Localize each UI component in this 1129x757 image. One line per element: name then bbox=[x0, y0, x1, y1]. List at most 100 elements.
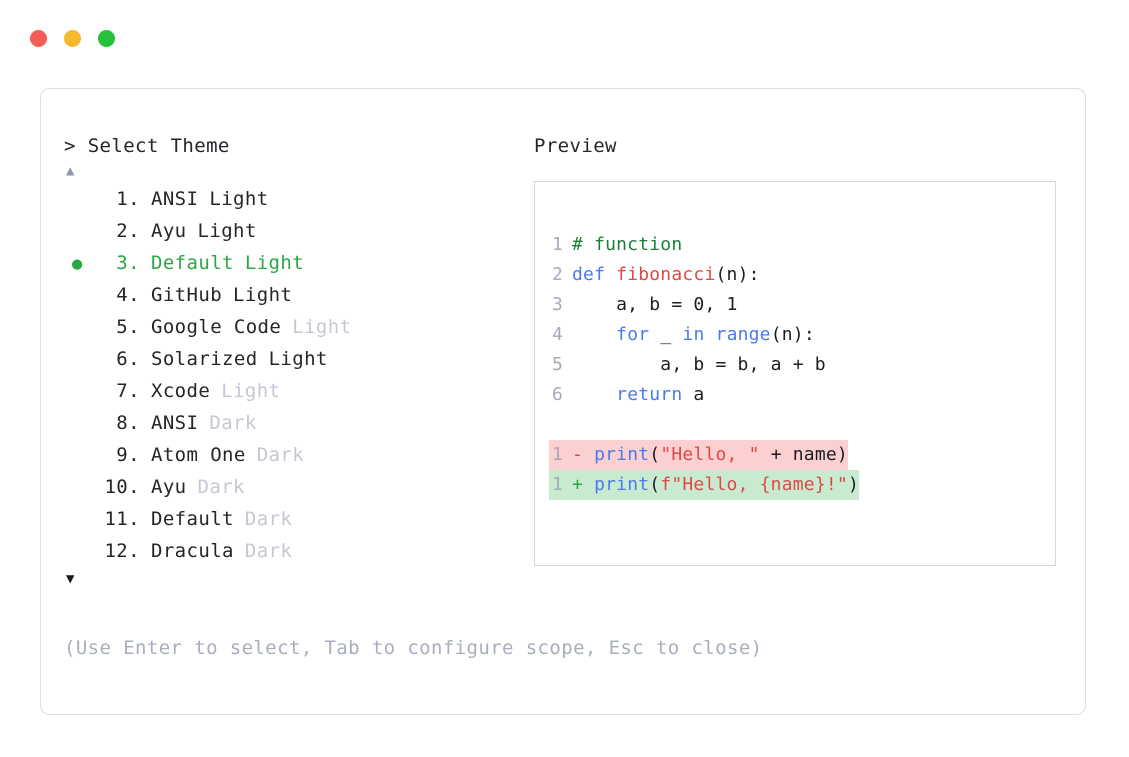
scroll-up-arrow-icon[interactable]: ▲ bbox=[66, 163, 75, 179]
diff-line-number: 1 bbox=[551, 474, 563, 495]
bullet-slot-empty bbox=[64, 440, 96, 472]
code-token-plain bbox=[572, 324, 616, 345]
code-token-string: "Hello, " bbox=[660, 444, 760, 465]
bullet-slot-empty bbox=[64, 344, 96, 376]
theme-item-name: Google Code bbox=[151, 316, 282, 338]
code-token-plain: a bbox=[682, 384, 705, 405]
bullet-slot-empty bbox=[64, 536, 96, 568]
theme-item-variant: Dark bbox=[244, 540, 293, 562]
theme-item-name: Solarized bbox=[151, 348, 258, 370]
code-token-func: fibonacci bbox=[616, 264, 716, 285]
diff-marker-del: - bbox=[572, 444, 595, 465]
bullet-slot-empty bbox=[64, 408, 96, 440]
diff-marker-add: + bbox=[572, 474, 595, 495]
theme-item-number: 2. bbox=[104, 220, 140, 242]
code-line-number: 5 bbox=[551, 354, 563, 375]
theme-item-variant: Light bbox=[209, 188, 269, 210]
code-token-plain: a, b = 0, 1 bbox=[572, 294, 738, 315]
page-title: Select Theme bbox=[87, 135, 230, 157]
prompt-caret-icon: > bbox=[64, 135, 76, 157]
code-token-plain: ( bbox=[649, 474, 661, 495]
selected-bullet-icon: ● bbox=[72, 254, 83, 274]
theme-item-name: ANSI bbox=[151, 412, 199, 434]
scroll-down-arrow-icon[interactable]: ▼ bbox=[66, 571, 75, 587]
code-line: 6 return a bbox=[549, 380, 1055, 410]
code-token-string: f"Hello, {name}!" bbox=[660, 474, 848, 495]
code-token-keyword: for bbox=[616, 324, 650, 345]
theme-item-name: ANSI bbox=[151, 188, 199, 210]
code-line: 4 for _ in range(n): bbox=[549, 320, 1055, 350]
diff-line-row: 1+ print(f"Hello, {name}!") bbox=[549, 470, 1055, 500]
theme-item-number: 8. bbox=[104, 412, 140, 434]
code-token-builtin: range bbox=[715, 324, 771, 345]
theme-item-number: 9. bbox=[104, 444, 140, 466]
theme-item-variant: Dark bbox=[209, 412, 257, 434]
code-token-builtin: print bbox=[594, 444, 650, 465]
code-token-plain: ) bbox=[847, 474, 859, 495]
theme-item-variant: Light bbox=[233, 284, 293, 306]
theme-item-name: Xcode bbox=[151, 380, 211, 402]
code-token-plain bbox=[704, 324, 715, 345]
select-theme-prompt: > Select Theme bbox=[64, 133, 524, 159]
code-line-number: 4 bbox=[551, 324, 563, 345]
theme-item-name: Ayu bbox=[151, 476, 187, 498]
theme-item-number: 3. bbox=[104, 252, 140, 274]
theme-item-variant: Light bbox=[197, 220, 257, 242]
theme-item-number: 11. bbox=[104, 508, 140, 530]
code-token-keyword: def bbox=[572, 264, 617, 285]
bullet-slot-empty bbox=[64, 216, 96, 248]
code-line-number: 2 bbox=[551, 264, 563, 285]
theme-item-variant: Light bbox=[292, 316, 352, 338]
code-line: 5 a, b = b, a + b bbox=[549, 350, 1055, 380]
diff-line-row: 1- print("Hello, " + name) bbox=[549, 440, 1055, 470]
code-token-plain: + name) bbox=[759, 444, 848, 465]
theme-list-item[interactable]: 1. ANSI Light bbox=[64, 183, 524, 215]
bullet-slot-empty bbox=[64, 376, 96, 408]
theme-item-number: 10. bbox=[104, 476, 140, 498]
theme-item-name: Dracula bbox=[151, 540, 234, 562]
preview-label: Preview bbox=[534, 135, 617, 157]
theme-item-variant: Light bbox=[221, 380, 281, 402]
theme-item-number: 7. bbox=[104, 380, 140, 402]
theme-item-name: GitHub bbox=[151, 284, 223, 306]
theme-item-number: 1. bbox=[104, 188, 140, 210]
bullet-slot-empty bbox=[64, 504, 96, 536]
maximize-button[interactable] bbox=[98, 30, 115, 47]
window-titlebar bbox=[30, 30, 115, 47]
diff-line-number: 1 bbox=[551, 444, 563, 465]
diff-line-add: 1+ print(f"Hello, {name}!") bbox=[549, 470, 859, 500]
theme-list-item[interactable]: 7. Xcode Light bbox=[64, 375, 524, 407]
close-button[interactable] bbox=[30, 30, 47, 47]
theme-item-name: Default bbox=[151, 508, 234, 530]
bullet-slot-empty bbox=[64, 472, 96, 504]
minimize-button[interactable] bbox=[64, 30, 81, 47]
theme-list-item[interactable]: 8. ANSI Dark bbox=[64, 407, 524, 439]
code-token-plain: (n): bbox=[715, 264, 760, 285]
theme-item-name: Default bbox=[151, 252, 234, 274]
code-line: 2 def fibonacci(n): bbox=[549, 260, 1055, 290]
diff-line-del: 1- print("Hello, " + name) bbox=[549, 440, 848, 470]
theme-item-variant: Dark bbox=[244, 508, 293, 530]
keyboard-hint: (Use Enter to select, Tab to configure s… bbox=[64, 637, 763, 659]
prompt-spacer bbox=[76, 135, 88, 157]
code-line-number: 6 bbox=[551, 384, 563, 405]
bullet-slot-empty bbox=[64, 184, 96, 216]
code-gap-spacer bbox=[549, 410, 1055, 440]
code-line-number: 3 bbox=[551, 294, 563, 315]
theme-list-item[interactable]: 11. Default Dark bbox=[64, 503, 524, 535]
